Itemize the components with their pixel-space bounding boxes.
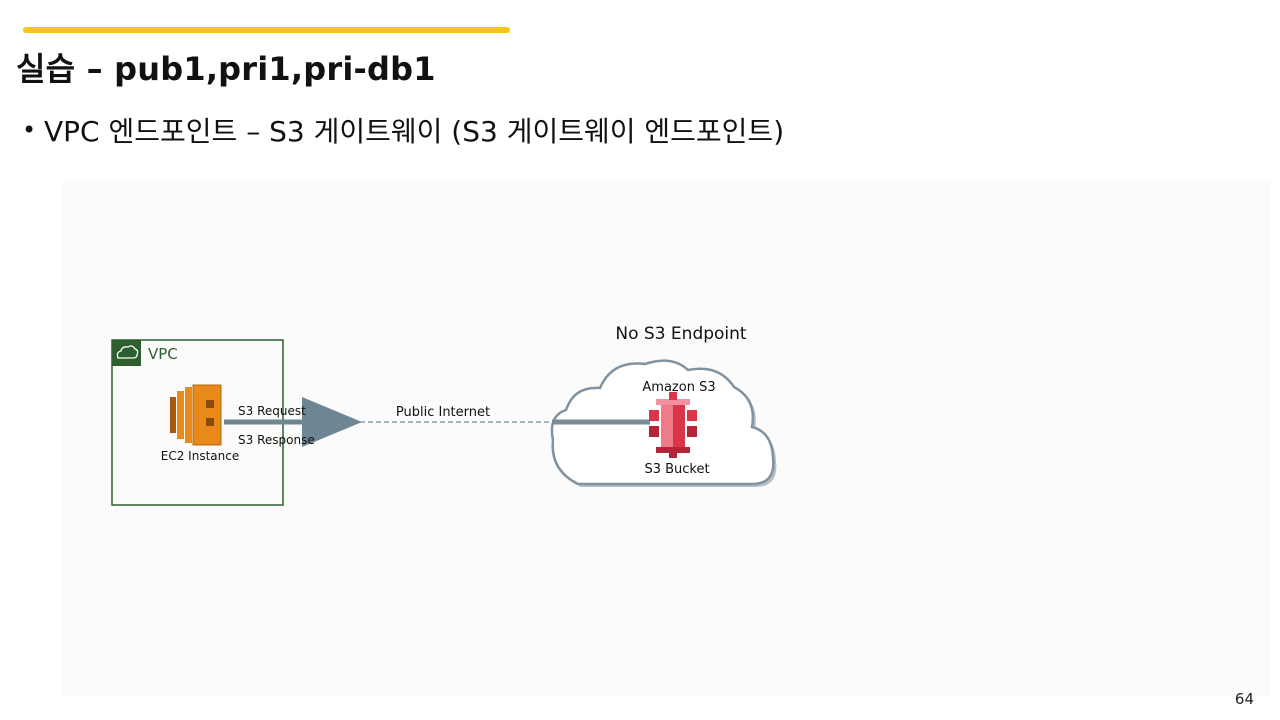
- cloud-icon: [112, 340, 141, 366]
- response-label: S3 Response: [238, 433, 315, 447]
- s3-bucket-label: S3 Bucket: [644, 462, 709, 477]
- vpc-box: VPC: [111, 339, 284, 506]
- ec2-label: EC2 Instance: [161, 449, 239, 463]
- amazon-s3-label: Amazon S3: [642, 380, 715, 395]
- request-label: S3 Request: [238, 404, 306, 418]
- page-number: 64: [1234, 690, 1254, 708]
- s3-bucket-icon: [649, 392, 697, 458]
- title-accent-bar: [23, 27, 510, 33]
- ec2-instance-icon: [170, 384, 222, 446]
- bullet-item: • VPC 엔드포인트 – S3 게이트웨이 (S3 게이트웨이 엔드포인트): [22, 110, 784, 150]
- vpc-label: VPC: [148, 345, 178, 363]
- bullet-dot-icon: •: [22, 116, 37, 144]
- diagram-heading: No S3 Endpoint: [615, 324, 747, 344]
- public-internet-label: Public Internet: [396, 405, 490, 420]
- bullet-text: VPC 엔드포인트 – S3 게이트웨이 (S3 게이트웨이 엔드포인트): [44, 115, 785, 148]
- slide-title: 실습 – pub1,pri1,pri-db1: [16, 50, 436, 88]
